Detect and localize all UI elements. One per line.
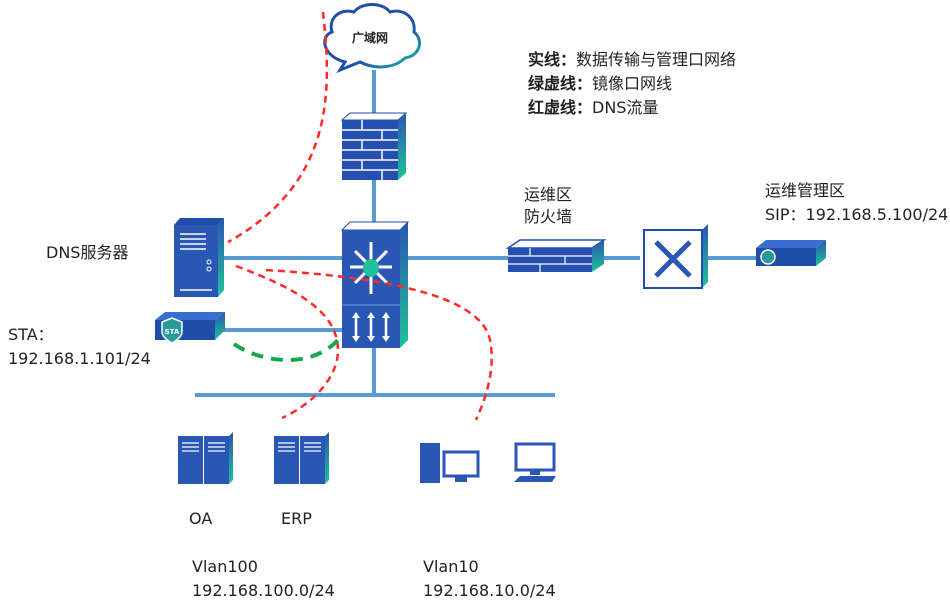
monitor-icon: [760, 249, 776, 265]
access-switch: [643, 224, 708, 289]
wan-cloud: 广域网: [323, 3, 421, 74]
erp-label: ERP: [281, 509, 312, 528]
sta-label: STA：: [8, 325, 54, 344]
sta-ip: 192.168.1.101/24: [8, 349, 151, 368]
desktop-pc: [420, 443, 480, 483]
perimeter-firewall: [340, 112, 408, 180]
dns-flow-wan: [227, 11, 329, 244]
core-switch: [340, 221, 410, 348]
vlan10-subnet: 192.168.10.0/24: [423, 581, 556, 600]
dns-flow-pc: [265, 268, 493, 421]
cloud-label: 广域网: [352, 30, 388, 45]
server-icon: [174, 225, 218, 297]
workstation-pc: [514, 442, 556, 482]
ops-mgmt-label: 运维管理区: [765, 181, 846, 200]
vlan10-name: Vlan10: [423, 557, 479, 576]
ops-firewall-label-2: 防火墙: [524, 207, 573, 226]
vlan100-subnet: 192.168.100.0/24: [192, 581, 335, 600]
network-links: [195, 70, 758, 397]
erp-server: [274, 432, 329, 484]
ops-firewall-label-1: 运维区: [524, 185, 573, 204]
cloud-icon: [323, 3, 421, 74]
legend: 实线：数据传输与管理口网络 绿虚线：镜像口网线 红虚线：DNS流量: [528, 48, 736, 120]
sta-device: STA: [155, 312, 225, 344]
switch-arrows-icon: [654, 240, 692, 278]
updown-arrows-icon: [354, 314, 388, 340]
brick-icon: [508, 248, 592, 272]
mirror-port-line: [232, 338, 340, 362]
ops-firewall: [505, 239, 607, 272]
shield-icon: [161, 317, 183, 344]
dns-server-label: DNS服务器: [46, 243, 129, 262]
svg-text:STA: STA: [165, 328, 180, 336]
legend-item-solid: 实线：数据传输与管理口网络: [528, 50, 737, 69]
oa-server: [178, 432, 233, 484]
ops-mgmt-sip: SIP：192.168.5.100/24: [765, 205, 949, 224]
vlan100-name: Vlan100: [192, 557, 258, 576]
legend-item-red: 红虚线：DNS流量: [528, 98, 659, 117]
legend-item-green: 绿虚线：镜像口网线: [528, 74, 673, 93]
dns-server: [174, 218, 224, 297]
sip-device: [756, 240, 826, 266]
brick-icon: [342, 120, 398, 180]
dns-flow-erp: [235, 264, 340, 420]
oa-label: OA: [189, 509, 213, 528]
dns-traffic-lines: [227, 11, 493, 421]
